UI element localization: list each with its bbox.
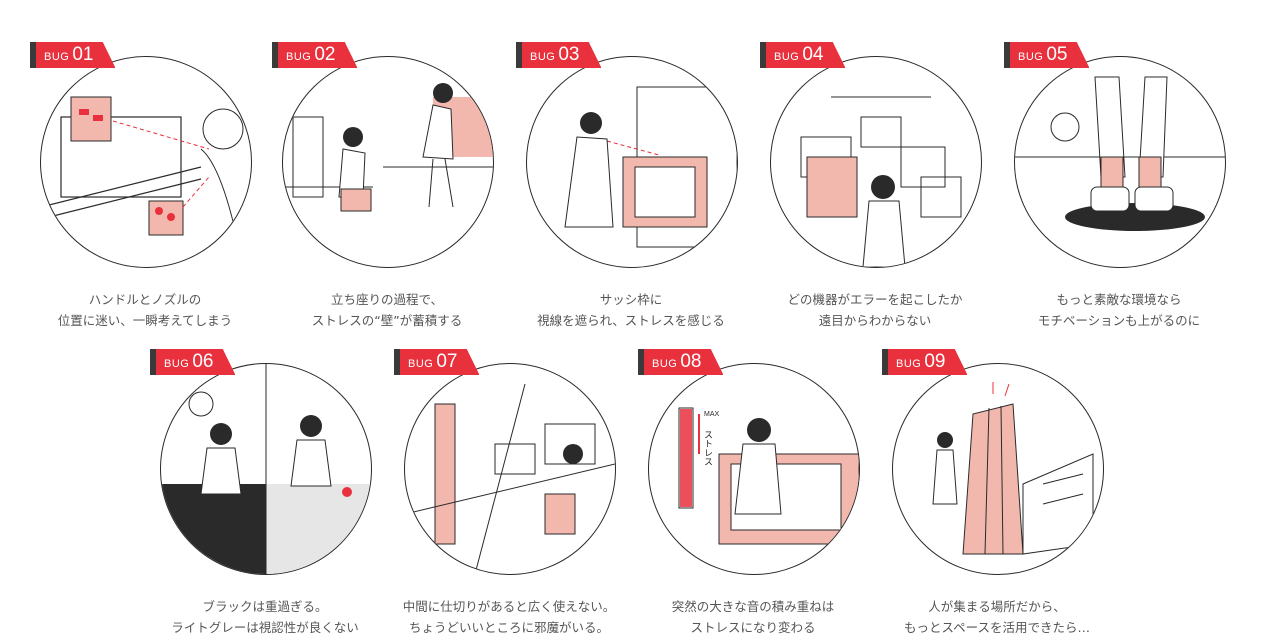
illustration-circle — [892, 363, 1104, 575]
caption-line-2: 遠目からわからない — [818, 313, 932, 328]
caption-line-1: ハンドルとノズルの — [88, 292, 202, 307]
badge-number: 02 — [314, 44, 336, 65]
badge-prefix: BUG — [530, 51, 556, 63]
caption-line-2: ちょうどいいところに邪魔がいる。 — [408, 620, 609, 635]
bug-caption: どの機器がエラーを起こしたか 遠目からわからない — [760, 289, 990, 331]
badge-prefix: BUG — [164, 358, 190, 370]
sash-frame-illustration — [564, 86, 737, 248]
badge-prefix: BUG — [652, 358, 678, 370]
meter-stress-label: ストレス — [702, 430, 712, 466]
caption-line-1: 突然の大きな音の積み重ねは — [671, 599, 835, 614]
bug-caption: サッシ枠に 視線を遮られ、ストレスを感じる — [516, 289, 746, 331]
handle-nozzle-illustration — [41, 96, 244, 258]
meter-max-label: MAX — [704, 411, 720, 418]
illustration-circle — [282, 56, 494, 268]
badge-number: 07 — [436, 351, 458, 372]
badge-number: 01 — [72, 44, 94, 65]
caption-line-2: 位置に迷い、一瞬考えてしまう — [57, 313, 233, 328]
caption-line-2: ストレスになり変わる — [690, 620, 816, 635]
loud-sound-illustration: MAX ストレス — [678, 407, 859, 545]
illustration-circle — [770, 56, 982, 268]
bug-caption: 人が集まる場所だから、 もっとスペースを活用できたら… — [882, 596, 1112, 638]
caption-line-1: サッシ枠に — [599, 292, 663, 307]
caption-line-1: 中間に仕切りがあると広く使えない。 — [402, 599, 616, 614]
gathering-space-illustration — [932, 382, 1094, 555]
badge-number: 06 — [192, 351, 214, 372]
caption-line-2: もっとスペースを活用できたら… — [903, 620, 1090, 635]
bug-caption: もっと素敵な環境なら モチベーションも上がるのに — [1004, 289, 1234, 331]
badge-prefix: BUG — [408, 358, 434, 370]
badge-prefix: BUG — [1018, 51, 1044, 63]
caption-line-1: ブラックは重過ぎる。 — [202, 599, 328, 614]
illustration-circle — [160, 363, 372, 575]
caption-line-2: ライトグレーは視認性が良くない — [171, 620, 359, 635]
illustration-circle — [526, 56, 738, 268]
illustration-circle — [1014, 56, 1226, 268]
badge-number: 04 — [802, 44, 824, 65]
bug-caption: 突然の大きな音の積み重ねは ストレスになり変わる — [638, 596, 868, 638]
badge-prefix: BUG — [286, 51, 312, 63]
caption-line-1: もっと素敵な環境なら — [1056, 292, 1182, 307]
caption-line-1: どの機器がエラーを起こしたか — [787, 292, 963, 307]
partition-illustration — [405, 383, 615, 574]
badge-number: 08 — [680, 351, 702, 372]
illustration-circle — [404, 363, 616, 575]
badge-number: 05 — [1046, 44, 1068, 65]
motivation-feet-illustration — [1015, 76, 1225, 231]
bug-caption: 立ち座りの過程で、 ストレスの“壁”が蓄積する — [272, 289, 502, 331]
illustration-circle: MAX ストレス — [648, 363, 860, 575]
bug-caption: ハンドルとノズルの 位置に迷い、一瞬考えてしまう — [30, 289, 260, 331]
desk-color-illustration — [161, 364, 371, 574]
caption-line-2: 視線を遮られ、ストレスを感じる — [537, 313, 725, 328]
badge-number: 03 — [558, 44, 580, 65]
equipment-error-illustration — [800, 96, 962, 267]
badge-prefix: BUG — [44, 51, 70, 63]
badge-prefix: BUG — [896, 358, 922, 370]
caption-line-2: ストレスの“壁”が蓄積する — [311, 313, 463, 328]
badge-number: 09 — [924, 351, 946, 372]
bug-caption: ブラックは重過ぎる。 ライトグレーは視認性が良くない — [150, 596, 380, 638]
bug-caption: 中間に仕切りがあると広く使えない。 ちょうどいいところに邪魔がいる。 — [394, 596, 624, 638]
stand-sit-illustration — [283, 83, 493, 212]
illustration-circle — [40, 56, 252, 268]
caption-line-1: 人が集まる場所だから、 — [928, 599, 1066, 614]
badge-prefix: BUG — [774, 51, 800, 63]
caption-line-1: 立ち座りの過程で、 — [330, 292, 443, 307]
caption-line-2: モチベーションも上がるのに — [1037, 313, 1201, 328]
